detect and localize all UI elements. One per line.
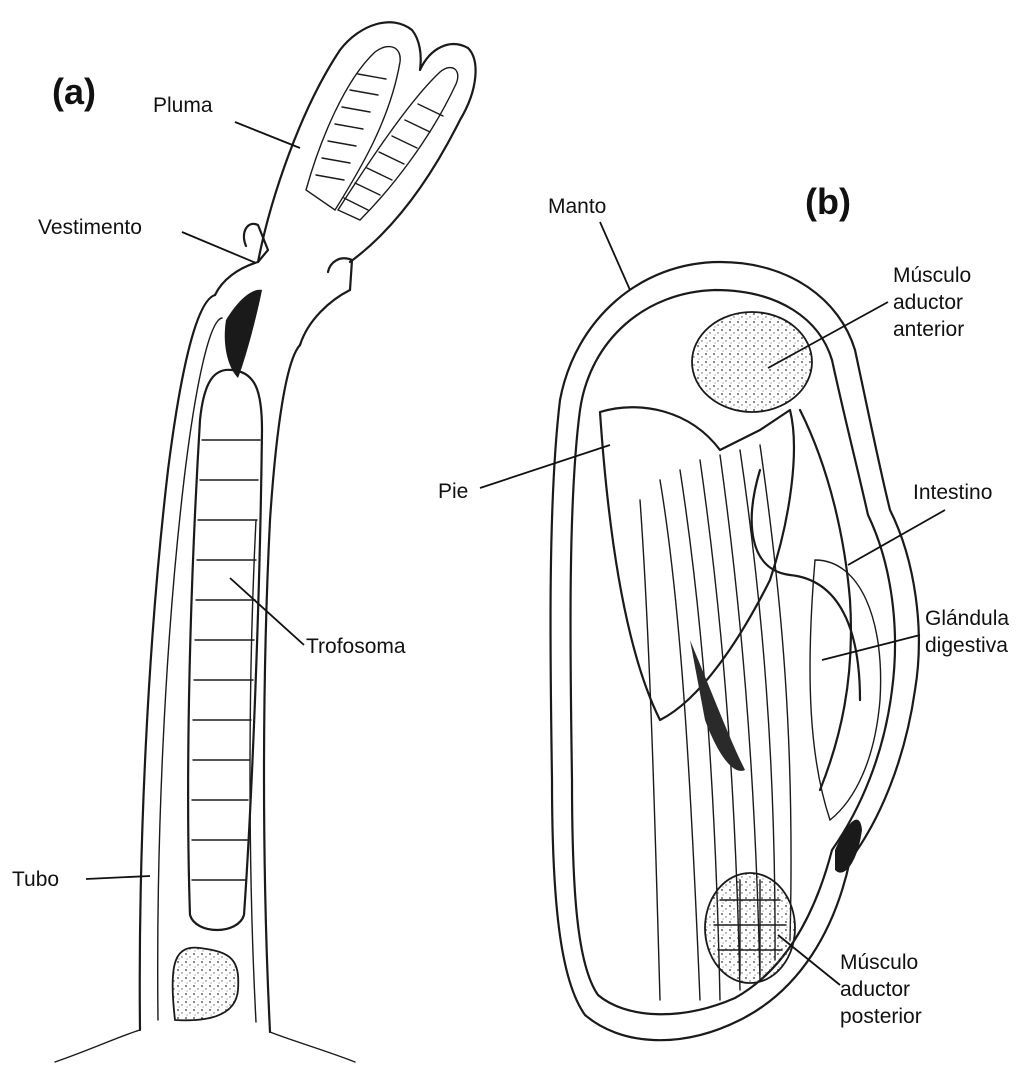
plume-outer [258, 22, 476, 262]
leader-pluma [235, 122, 300, 148]
anterior-adductor [692, 312, 812, 412]
label-vestimento: Vestimento [38, 216, 142, 239]
leader-pie [480, 445, 610, 488]
label-musculo-posterior-3: posterior [840, 1005, 922, 1028]
leader-intestino [848, 510, 945, 565]
label-musculo-anterior-2: aductor [893, 291, 963, 314]
tube-inner [158, 318, 256, 1022]
label-pluma: Pluma [153, 94, 213, 117]
intestine [752, 410, 860, 790]
leader-manto [600, 222, 630, 290]
label-glandula-1: Glándula [925, 607, 1009, 630]
label-glandula-2: digestiva [925, 634, 1008, 657]
clam-drawing [550, 262, 918, 1040]
label-intestino: Intestino [913, 481, 992, 504]
gill-dark [690, 640, 745, 771]
panel-tag-a: (a) [52, 71, 96, 112]
label-tubo: Tubo [12, 868, 59, 891]
posterior-adductor [705, 873, 795, 983]
label-musculo-posterior-2: aductor [840, 978, 910, 1001]
leader-vestimento [182, 232, 256, 263]
vestimentum-dark [225, 290, 262, 378]
tubeworm-drawing [55, 22, 476, 1062]
panel-tag-b: (b) [805, 181, 851, 222]
tube-base [173, 948, 239, 1021]
label-musculo-anterior-1: Músculo [893, 264, 971, 287]
siphon-dark [835, 820, 862, 873]
label-trofosoma: Trofosoma [306, 635, 406, 658]
ground-line [55, 1030, 355, 1062]
label-pie: Pie [438, 480, 468, 503]
label-musculo-anterior-3: anterior [893, 318, 964, 341]
leader-glandula [822, 635, 920, 660]
tube-outer [140, 295, 300, 1032]
label-musculo-posterior-1: Músculo [840, 951, 918, 974]
label-manto: Manto [548, 195, 606, 218]
